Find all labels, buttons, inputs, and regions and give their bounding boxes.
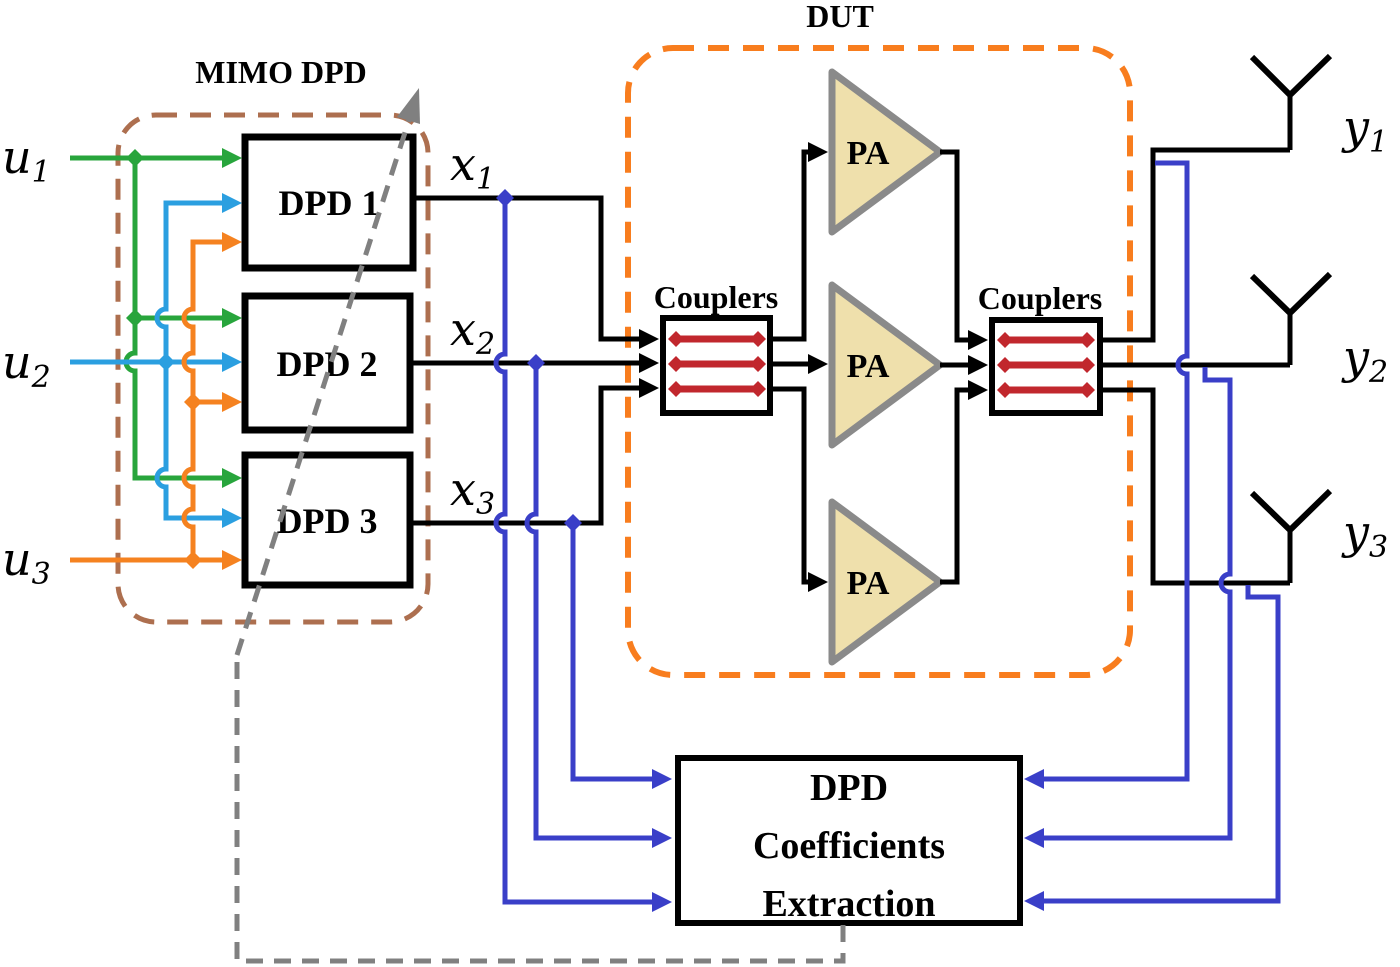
coupler-to-pa1-wire <box>770 142 828 342</box>
x1-label: x1 <box>450 137 495 197</box>
y2-label: y2 <box>1341 330 1388 390</box>
extraction-box <box>675 755 1023 926</box>
antenna3-icon <box>1249 488 1333 535</box>
dut-region-box <box>625 45 1133 678</box>
pa3-to-coupler-wire <box>940 380 988 585</box>
pa3-triangle <box>828 498 944 666</box>
x-feedback-taps <box>493 189 672 912</box>
pa1-label: PA <box>847 135 890 172</box>
u1-junction-dot2 <box>126 309 144 327</box>
extraction-block: DPD Coefficients Extraction <box>675 755 1023 926</box>
update-wire <box>234 655 846 964</box>
x3-tap-wire <box>570 523 672 789</box>
pa2-triangle <box>828 281 944 449</box>
extraction-label-line1: DPD <box>810 767 888 809</box>
extraction-label-line3: Extraction <box>762 883 935 925</box>
x3-tap-dot <box>564 514 582 532</box>
output-couplers: Couplers <box>978 280 1103 416</box>
couplers-right-label: Couplers <box>978 280 1102 316</box>
u2-label: u2 <box>2 335 51 395</box>
y1-feedback-wire <box>1024 160 1190 789</box>
y2-feedback-wire <box>1024 367 1233 848</box>
y-feedback-wires <box>1024 160 1281 911</box>
antenna2-icon <box>1249 271 1333 318</box>
y3-label: y3 <box>1341 505 1388 565</box>
coupler-to-pa3-wire <box>770 386 828 592</box>
x3-wire <box>410 378 659 526</box>
pa2-label: PA <box>847 348 890 385</box>
input-couplers: Couplers <box>654 279 778 416</box>
power-amplifiers: PA PA PA <box>828 68 944 666</box>
x3-label: x3 <box>450 462 495 522</box>
u3-label: u3 <box>2 532 51 592</box>
pa1-triangle <box>828 68 944 236</box>
u2-branch-to-dpd3 <box>154 362 242 528</box>
pa3-label: PA <box>847 565 890 602</box>
couplers-left-label: Couplers <box>654 279 778 315</box>
u2-signal-net <box>70 193 242 528</box>
coupler-bar-ends <box>997 332 1095 398</box>
u3-branch-to-dpd1 <box>181 232 242 560</box>
x1-wire <box>413 195 659 349</box>
u1-junction-dot <box>126 149 144 167</box>
y3-feedback-wire <box>1024 585 1281 911</box>
x2-tap-dot <box>527 354 545 372</box>
u2-branch-to-dpd1 <box>154 193 242 362</box>
dut-title: DUT <box>806 0 874 34</box>
dpd1-label: DPD 1 <box>279 183 380 223</box>
u1-signal-net <box>70 148 242 488</box>
u1-label: u1 <box>2 130 51 190</box>
u3-signal-net <box>70 232 242 570</box>
u3-junction-dot <box>184 393 202 411</box>
coefficient-update-path <box>234 88 846 964</box>
mimo-dpd-title: MIMO DPD <box>195 54 367 90</box>
update-arrowhead-icon <box>397 88 420 124</box>
x2-label: x2 <box>450 302 495 362</box>
dpd3-box <box>241 451 414 589</box>
x2-tap-wire <box>524 363 672 848</box>
y1-label: y1 <box>1341 100 1388 160</box>
y1-wire <box>1100 147 1290 343</box>
coupler-bar-ends <box>668 331 766 397</box>
mimo-dpd-region-box <box>115 112 431 625</box>
antennas <box>1249 53 1333 583</box>
u2-junction-dot <box>157 353 175 371</box>
u3-junction-dot2 <box>184 551 202 569</box>
extraction-label-line2: Coefficients <box>753 825 945 867</box>
x1-tap-wire <box>493 198 672 912</box>
pa1-to-coupler-wire <box>940 149 988 350</box>
dpd3-label: DPD 3 <box>277 501 378 541</box>
antenna1-icon <box>1249 53 1333 100</box>
x1-tap-dot <box>496 189 514 207</box>
update-diagonal-wire <box>234 119 412 656</box>
